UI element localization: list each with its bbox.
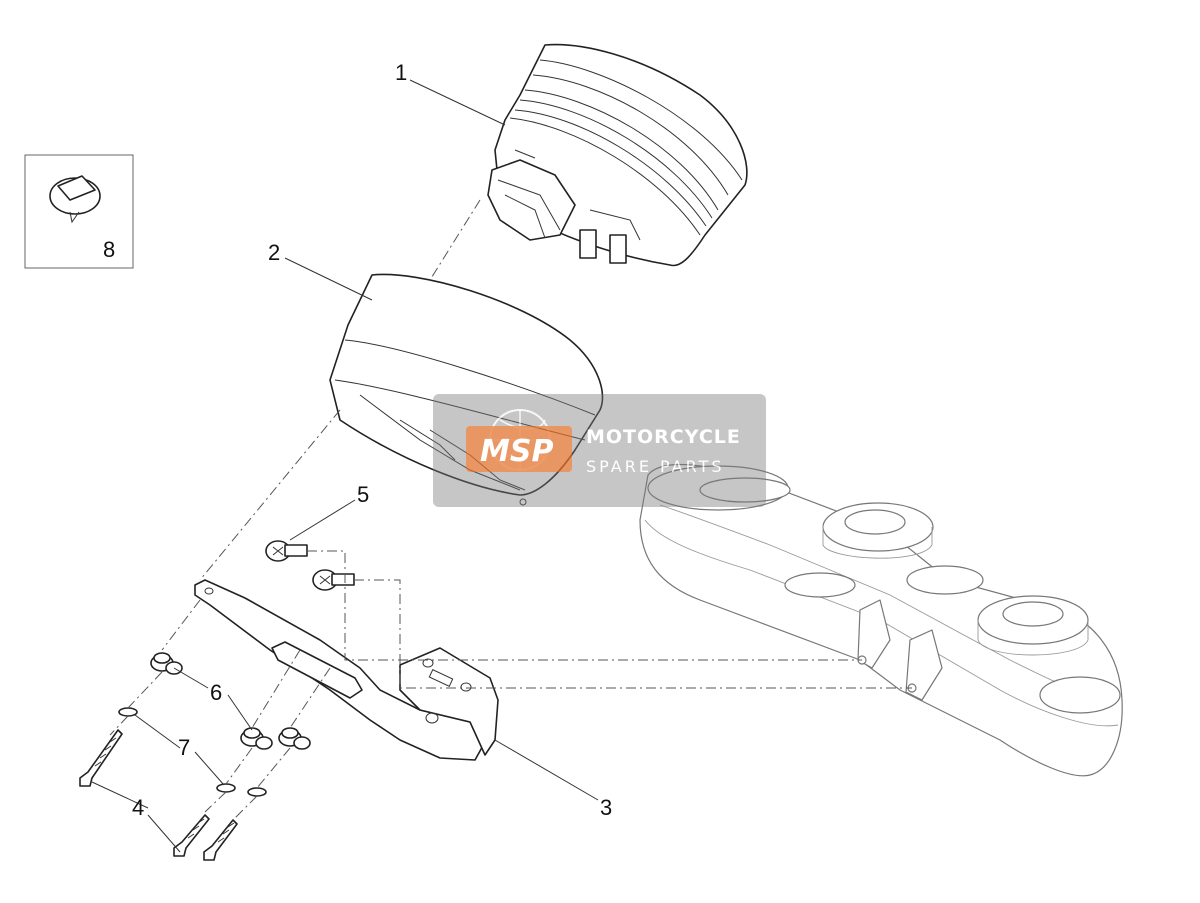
- callout-6: 6: [210, 680, 222, 705]
- leader-lines: [91, 79, 599, 853]
- callout-2: 2: [268, 240, 280, 265]
- msp-watermark: MSP MOTORCYCLE SPARE PARTS: [433, 394, 766, 507]
- logo-badge: [466, 426, 572, 472]
- callout-4: 4: [132, 795, 144, 820]
- assembly-lines: [109, 199, 912, 819]
- callout-3: 3: [600, 795, 612, 820]
- part-4-screws: [79, 729, 238, 861]
- part-3-bracket: [194, 579, 499, 761]
- part-7-washers: [118, 707, 267, 797]
- callout-1: 1: [395, 60, 407, 85]
- part-5-bolts: [265, 540, 355, 591]
- callout-8: 8: [103, 237, 115, 262]
- triple-clamp-ghost: [639, 463, 1123, 777]
- watermark-line2: SPARE PARTS: [586, 457, 725, 476]
- watermark-logo: MSP: [480, 434, 553, 469]
- callout-7: 7: [178, 735, 190, 760]
- callout-labels: 1 2 3 4 5 6 7 8: [103, 60, 612, 820]
- inset-part-8: [24, 154, 134, 269]
- callout-5: 5: [357, 482, 369, 507]
- part-1-instrument-cluster: [487, 43, 748, 267]
- watermark-line1: MOTORCYCLE: [586, 426, 741, 448]
- part-6-grommets: [150, 652, 311, 750]
